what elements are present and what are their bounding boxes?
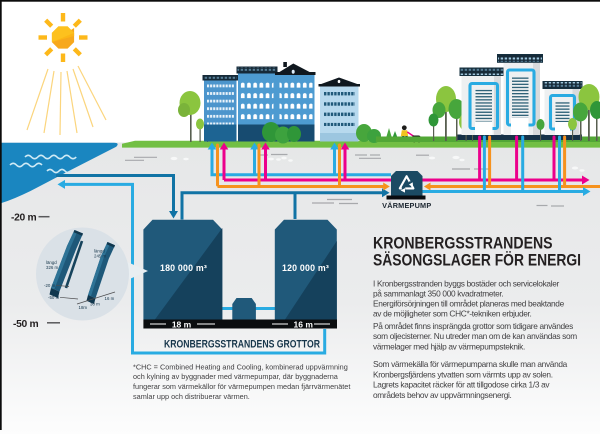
svg-text:Kronbergsfjärdens ytvatten som: Kronbergsfjärdens ytvatten som värmts up… — [373, 369, 553, 379]
svg-text:245 m: 245 m — [94, 254, 107, 259]
svg-text:KRONBERGSSTRANDENS GROTTOR: KRONBERGSSTRANDENS GROTTOR — [164, 339, 320, 351]
svg-text:18m: 18m — [79, 305, 88, 310]
svg-text:längd: längd — [46, 260, 57, 265]
svg-text:samlar upp och distribuerar vä: samlar upp och distribuerar värmen. — [133, 392, 250, 401]
svg-text:-50 m: -50 m — [48, 295, 60, 300]
svg-text:-20 m: -20 m — [11, 213, 37, 224]
svg-text:Energiförsörjningen till områd: Energiförsörjningen till området planera… — [373, 299, 565, 309]
svg-text:värmelager med hjälp av värmep: värmelager med hjälp av värmepumpsteknik… — [373, 342, 525, 352]
svg-text:SÄSONGSLAGER FÖR ENERGI: SÄSONGSLAGER FÖR ENERGI — [373, 250, 581, 269]
svg-text:av de möjligheter som CHC*-tek: av de möjligheter som CHC*-tekniken erbj… — [373, 308, 532, 318]
svg-text:och kylning av byggnader med v: och kylning av byggnader med värmepumpar… — [133, 372, 339, 381]
svg-text:16 m: 16 m — [294, 319, 314, 329]
svg-text:120 000 m³: 120 000 m³ — [282, 263, 329, 273]
svg-text:-20 m: -20 m — [44, 283, 56, 288]
svg-text:180 000 m³: 180 000 m³ — [160, 263, 207, 273]
svg-text:30 m: 30 m — [90, 302, 100, 307]
svg-text:KRONBERGSSTRANDENS: KRONBERGSSTRANDENS — [373, 234, 553, 252]
svg-text:Lagrets kapacitet räcker för a: Lagrets kapacitet räcker för att tillgod… — [373, 380, 550, 390]
svg-text:längd: längd — [94, 249, 105, 254]
svg-text:18 m: 18 m — [172, 319, 192, 329]
svg-text:16 m: 16 m — [105, 296, 115, 301]
svg-text:fungerar som värmekällor för v: fungerar som värmekällor för värmepumpen… — [133, 382, 350, 391]
svg-text:Som värmekälla för värmepumpar: Som värmekälla för värmepumparna skulle … — [373, 359, 568, 369]
svg-text:som oljecisterner. Nu utreder: som oljecisterner. Nu utreder man om de … — [373, 331, 577, 341]
svg-text:På området finns insprängda gr: På området finns insprängda grottor som … — [373, 321, 573, 331]
svg-text:I Kronbergsstranden byggs bost: I Kronbergsstranden byggs bostäder och s… — [373, 279, 560, 289]
svg-text:326 m: 326 m — [46, 265, 59, 270]
svg-text:*CHC = Combined Heating and Co: *CHC = Combined Heating and Cooling, kom… — [133, 362, 348, 371]
svg-text:på sammanlagt 350 000 kvadratm: på sammanlagt 350 000 kvadratmeter. — [373, 289, 503, 299]
svg-text:-50 m: -50 m — [13, 319, 39, 330]
svg-text:områdets behov av uppvärmnings: områdets behov av uppvärmningsenergi. — [373, 390, 512, 400]
svg-text:VÄRMEPUMP: VÄRMEPUMP — [382, 201, 431, 210]
